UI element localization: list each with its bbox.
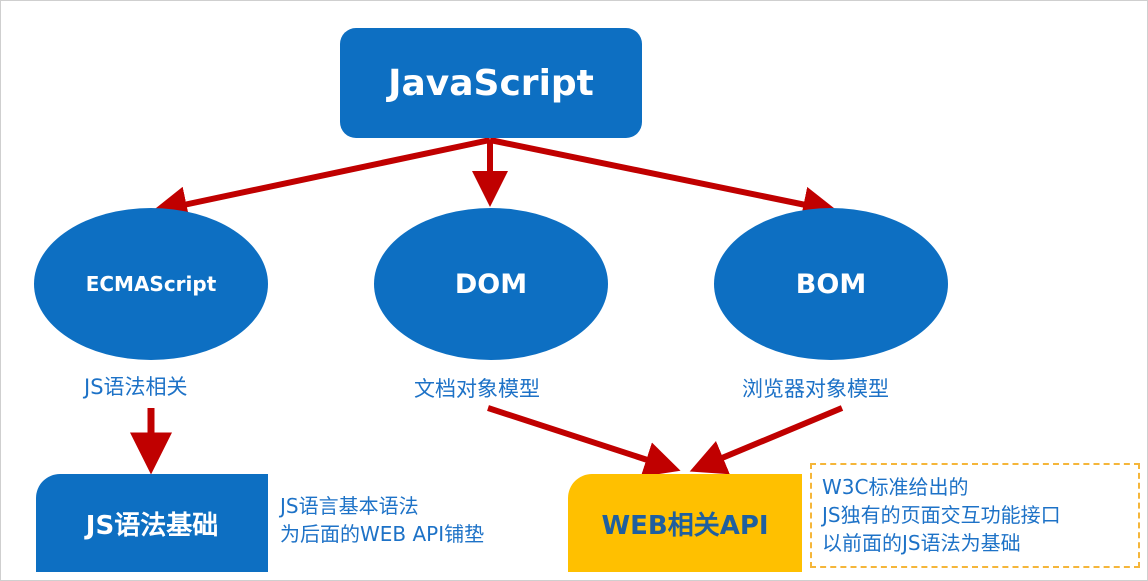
web-api-note-line: 以前面的JS语法为基础 [822,531,1021,555]
arrow-dom-to-webapi [487,405,681,477]
web-api-note-line: JS独有的页面交互功能接口 [822,503,1061,527]
javascript-root-node: JavaScript [340,28,642,138]
ecmascript-label: ECMAScript [85,272,217,296]
bom-label: BOM [795,268,867,300]
web-api-note-line: W3C标准给出的 [822,475,969,499]
bom-caption: 浏览器对象模型 [742,377,889,401]
dom-caption: 文档对象模型 [414,377,540,401]
js-basics-note-line: JS语言基本语法 [280,494,419,518]
web-api-node: WEB相关API [568,474,802,572]
js-basics-note-line: 为后面的WEB API铺垫 [280,522,485,546]
root-label: JavaScript [388,62,594,104]
web-api-note-box: W3C标准给出的 JS独有的页面交互功能接口 以前面的JS语法为基础 [810,463,1140,568]
bom-node: BOM [714,208,948,360]
arrow-root-to-bom [489,137,839,223]
arrow-bom-to-webapi [689,405,844,475]
dom-node: DOM [374,208,608,360]
js-basics-label: JS语法基础 [85,510,219,541]
js-basics-node: JS语法基础 [36,474,268,572]
web-api-label: WEB相关API [601,510,769,541]
ecmascript-caption: JS语法相关 [84,375,188,399]
js-basics-note: JS语言基本语法 为后面的WEB API铺垫 [280,492,484,548]
arrow-root-to-ecma [151,137,491,223]
dom-label: DOM [454,268,528,300]
ecmascript-node: ECMAScript [34,208,268,360]
